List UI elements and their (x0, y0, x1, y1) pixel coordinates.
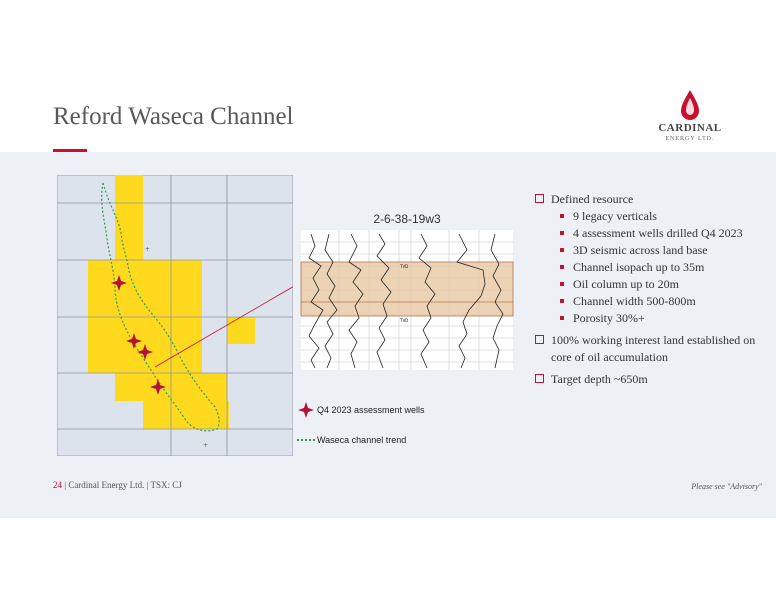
footer-left: 24 | Cardinal Energy Ltd. | TSX: CJ (53, 480, 182, 490)
square-bullet-icon (560, 299, 564, 303)
legend-wells-label: Q4 2023 assessment wells (317, 405, 425, 415)
svg-text:+: + (203, 442, 208, 449)
sub-bullet: Porosity 30%+ (535, 310, 773, 327)
assessment-well-markers (111, 275, 166, 395)
checkbox-bullet-icon (535, 374, 544, 383)
page-number: 24 (53, 480, 62, 490)
oil-drop-icon (681, 90, 699, 120)
svg-text:+: + (145, 246, 150, 253)
legend-trend: Waseca channel trend (295, 432, 425, 448)
svg-text:TVD: TVD (399, 264, 408, 269)
advisory-note: Please see "Advisory" (691, 482, 762, 491)
footer-company: Cardinal Energy Ltd. | TSX: CJ (68, 480, 182, 490)
logo-name: CARDINAL (658, 122, 722, 134)
oil-zone-band (300, 261, 514, 317)
sub-bullet: Oil column up to 20m (535, 276, 773, 293)
page-title: Reford Waseca Channel (53, 103, 294, 130)
square-bullet-icon (560, 231, 564, 235)
logo-subtitle: ENERGY LTD. (665, 136, 715, 142)
sub-bullet: 3D seismic across land base (535, 242, 773, 259)
bullet-defined-resource: Defined resource (535, 191, 773, 208)
square-bullet-icon (560, 248, 564, 252)
well-log-label: 2-6-38-19w3 (373, 212, 441, 226)
well-log-panel: 2-6-38-19w3 TVD TVD (299, 206, 515, 371)
bullet-target-depth: Target depth ~650m (535, 371, 773, 388)
title-underline (53, 149, 87, 152)
checkbox-bullet-icon (535, 335, 544, 344)
square-bullet-icon (560, 265, 564, 269)
checkbox-bullet-icon (535, 194, 544, 203)
land-map: + + (57, 175, 293, 456)
well-log-chart: TVD TVD (300, 230, 514, 370)
legend-wells: Q4 2023 assessment wells (295, 402, 425, 418)
sub-bullet: Channel isopach up to 35m (535, 259, 773, 276)
dotted-line-icon (295, 437, 317, 443)
sub-bullet: Channel width 500-800m (535, 293, 773, 310)
company-logo: CARDINAL ENERGY LTD. (650, 88, 730, 148)
square-bullet-icon (560, 214, 564, 218)
square-bullet-icon (560, 316, 564, 320)
sub-bullet: 4 assessment wells drilled Q4 2023 (535, 225, 773, 242)
waseca-channel-trend (101, 182, 220, 432)
square-bullet-icon (560, 282, 564, 286)
key-points-list: Defined resource 9 legacy verticals 4 as… (535, 191, 773, 388)
well-star-icon (295, 402, 317, 418)
svg-text:TVD: TVD (399, 318, 408, 323)
sub-bullet: 9 legacy verticals (535, 208, 773, 225)
slide-header: Reford Waseca Channel CARDINAL ENERGY LT… (0, 0, 776, 152)
legend-trend-label: Waseca channel trend (317, 435, 407, 445)
bullet-working-interest: 100% working interest land established o… (535, 332, 773, 366)
map-legend: Q4 2023 assessment wells Waseca channel … (295, 402, 425, 462)
